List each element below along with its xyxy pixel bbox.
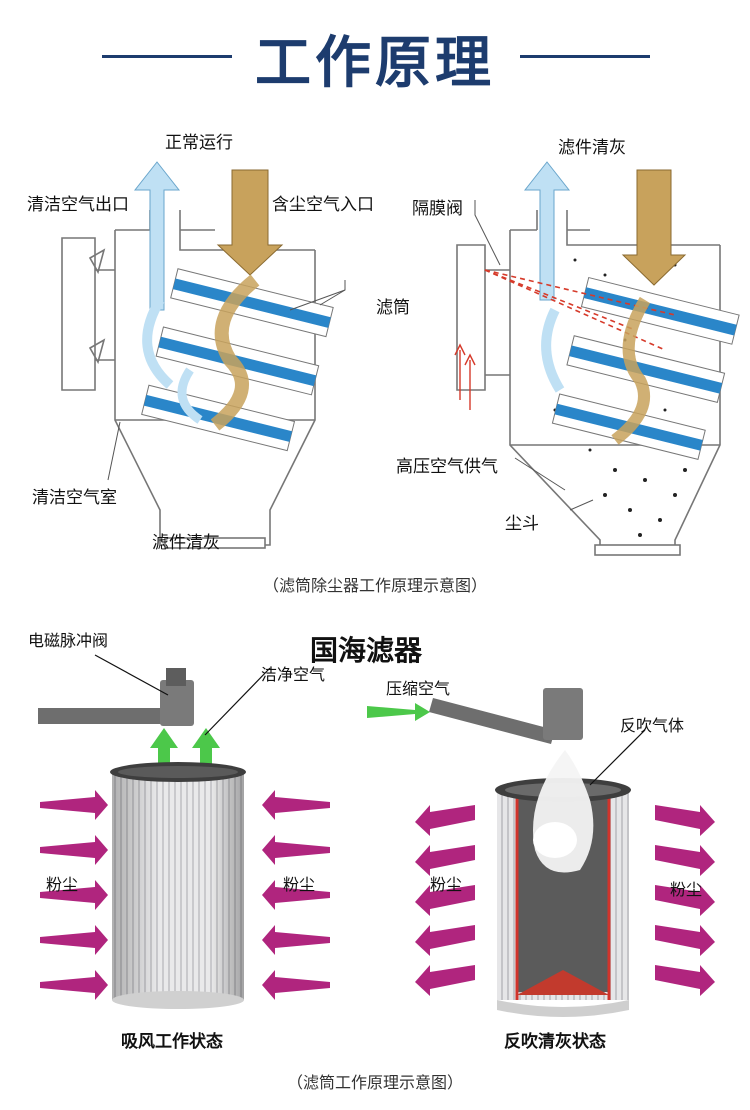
label-compressed-air: 压缩空气: [386, 679, 451, 698]
header: 工作原理: [0, 10, 750, 96]
label-solenoid-pulse-valve: 电磁脉冲阀: [28, 631, 109, 650]
label-high-pressure-air: 高压空气供气: [396, 457, 498, 477]
dust-collector-normal-diagram: [61, 161, 346, 549]
dust-arrows-right-out: [655, 805, 715, 996]
title-rule-right: [520, 55, 650, 58]
label-dust-left-b: 粉尘: [283, 875, 316, 894]
label-clean-air-outlet: 清洁空气出口: [27, 195, 129, 215]
caption-collector: （滤筒除尘器工作原理示意图）: [262, 576, 487, 595]
dust-collector-cleaning-diagram: [454, 161, 740, 556]
dusty-air-inlet-arrow: [216, 169, 284, 276]
title-rule-left: [102, 55, 232, 58]
label-clean-air: 洁净空气: [261, 665, 326, 684]
cartridge-backflush-diagram: [367, 688, 715, 1017]
cartridge-suction-diagram: [38, 654, 330, 1009]
caption-cartridge: （滤筒工作原理示意图）: [286, 1073, 463, 1092]
label-diaphragm-valve: 隔膜阀: [412, 199, 463, 219]
label-backflush-state: 反吹清灰状态: [504, 1032, 606, 1052]
label-dust-left-a: 粉尘: [46, 875, 79, 894]
page-title: 工作原理: [255, 31, 495, 96]
dust-arrows-left-in: [40, 790, 108, 1000]
label-dust-right-b: 粉尘: [670, 880, 703, 899]
label-suction-state: 吸风工作状态: [121, 1032, 223, 1052]
label-normal-operation: 正常运行: [165, 133, 233, 153]
label-dust-hopper: 尘斗: [505, 514, 539, 534]
label-reverse-blow-gas: 反吹气体: [620, 716, 685, 735]
label-filter-cleaning-right: 滤件清灰: [558, 138, 626, 158]
clean-air-outlet-arrow: [133, 161, 181, 311]
label-dust-right-a: 粉尘: [430, 875, 463, 894]
dust-arrows-right-in: [262, 790, 330, 1000]
dust-arrows-left-out: [415, 805, 475, 996]
label-filter-cleaning-left: 滤件清灰: [152, 533, 220, 553]
label-clean-air-chamber: 清洁空气室: [32, 488, 117, 508]
label-filter-cartridge: 滤筒: [376, 298, 410, 318]
brand-watermark: 国海滤器: [310, 634, 423, 667]
label-dusty-air-inlet: 含尘空气入口: [272, 195, 374, 215]
